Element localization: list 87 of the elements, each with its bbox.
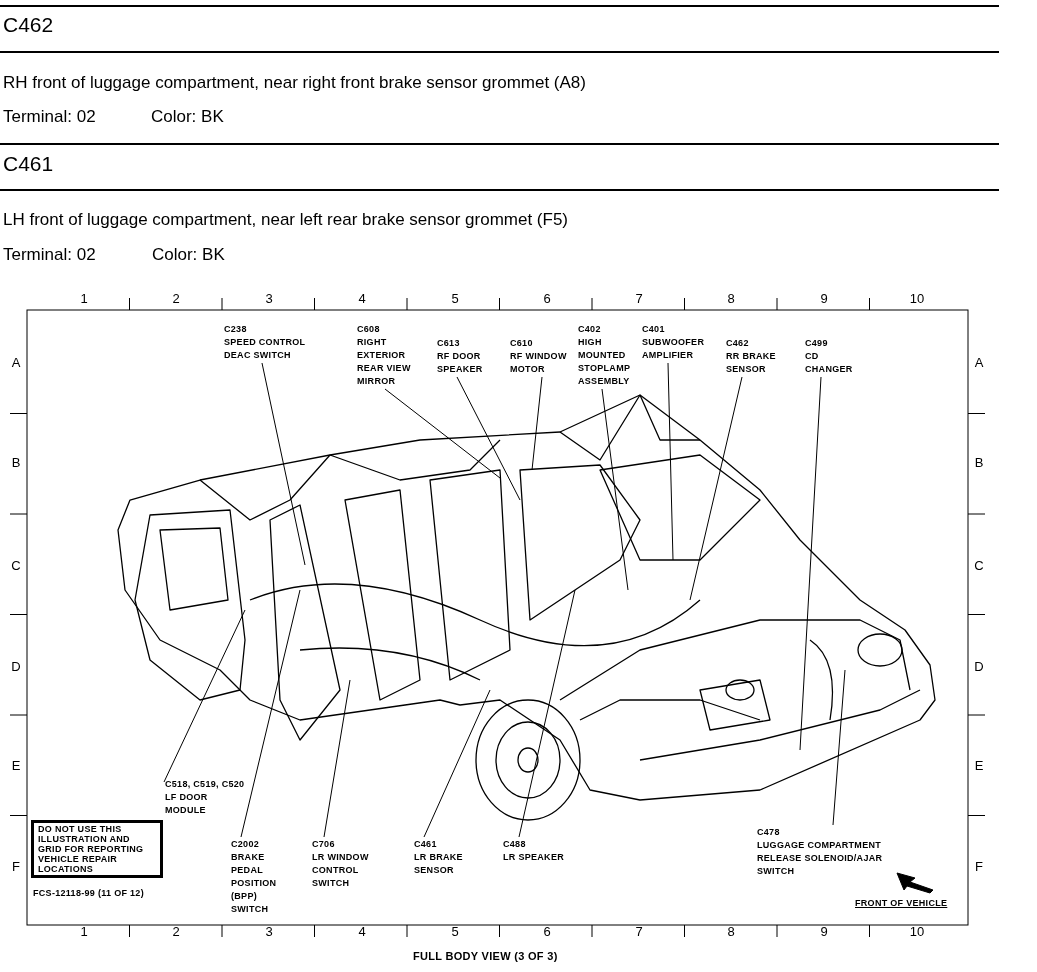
grid-reference: 9 [820, 291, 828, 306]
grid-reference: 3 [265, 291, 273, 306]
component-name: LF DOOR MODULE [165, 791, 209, 817]
grid-reference: 9 [820, 924, 828, 939]
grid-reference: 7 [635, 924, 643, 939]
component-name: RF WINDOW MOTOR [510, 350, 568, 376]
grid-reference: 5 [451, 291, 459, 306]
component-name: SPEED CONTROL DEAC SWITCH [224, 336, 307, 362]
grid-reference: C [11, 558, 21, 573]
component-name: LUGGAGE COMPARTMENT RELEASE SOLENOID/AJAR SWITCH [757, 839, 884, 878]
grid-reference: A [974, 355, 984, 370]
grid-reference: 3 [265, 924, 273, 939]
connector-code: C518, C519, C520 [165, 778, 245, 791]
connector-code: C706 [312, 838, 336, 851]
grid-reference: D [11, 659, 21, 674]
grid-reference: 7 [635, 291, 643, 306]
leader-line [456, 376, 521, 501]
document-reference: FCS-12118-99 (11 OF 12) [33, 887, 144, 900]
grid-reference: 8 [727, 291, 735, 306]
leader-line [323, 679, 351, 838]
connector-heading: C462 [3, 13, 54, 37]
connector-code: C613 [437, 337, 461, 350]
connector-code: C402 [578, 323, 602, 336]
component-name: SUBWOOFER AMPLIFIER [642, 336, 706, 362]
grid-reference: 1 [80, 924, 88, 939]
connector-code: C478 [757, 826, 781, 839]
grid-reference: F [975, 859, 983, 874]
component-name: CD CHANGER [805, 350, 854, 376]
location-description: LH front of luggage compartment, near left rear brake sensor grommet (F5) [3, 210, 569, 230]
connector-code: C238 [224, 323, 248, 336]
leader-line [667, 362, 674, 561]
grid-reference: A [11, 355, 21, 370]
grid-reference: 5 [451, 924, 459, 939]
grid-reference: E [11, 758, 21, 773]
connector-code: C608 [357, 323, 381, 336]
leader-line [384, 388, 501, 479]
grid-reference: F [12, 859, 20, 874]
component-name: LR BRAKE SENSOR [414, 851, 464, 877]
grid-reference: C [974, 558, 984, 573]
warning-box [31, 820, 163, 878]
grid-reference: 10 [909, 291, 925, 306]
leader-line [832, 669, 846, 826]
connector-code: C610 [510, 337, 534, 350]
leader-line [163, 609, 246, 783]
grid-reference: 1 [80, 291, 88, 306]
grid-reference: 8 [727, 924, 735, 939]
component-name: LR SPEAKER [503, 851, 565, 864]
warning-text: DO NOT USE THIS ILLUSTRATION AND GRID FOR REPORTING VEHICLE REPAIR LOCATIONS [38, 824, 145, 874]
leader-line [799, 376, 822, 751]
leader-line [601, 388, 629, 591]
component-name: BRAKE PEDAL POSITION (BPP) SWITCH [231, 851, 278, 916]
leader-line [518, 589, 576, 838]
color-label: Color: BK [151, 107, 224, 127]
grid-reference: 6 [543, 291, 551, 306]
connector-code: C2002 [231, 838, 261, 851]
connector-code: C462 [726, 337, 750, 350]
leader-line [423, 689, 491, 838]
connector-heading: C461 [3, 152, 54, 176]
grid-reference: B [11, 455, 21, 470]
connector-code: C499 [805, 337, 829, 350]
connector-code: C401 [642, 323, 666, 336]
view-caption: FULL BODY VIEW (3 OF 3) [413, 950, 558, 963]
color-label: Color: BK [152, 245, 225, 265]
grid-reference: 2 [172, 924, 180, 939]
connector-code: C461 [414, 838, 438, 851]
direction-label: FRONT OF VEHICLE [855, 897, 948, 910]
grid-reference: 4 [358, 291, 366, 306]
component-name: HIGH MOUNTED STOPLAMP ASSEMBLY [578, 336, 632, 388]
leader-line [689, 376, 743, 601]
leader-line [531, 376, 543, 471]
component-name: LR WINDOW CONTROL SWITCH [312, 851, 370, 890]
leader-line [261, 362, 306, 566]
grid-reference: 4 [358, 924, 366, 939]
grid-reference: 6 [543, 924, 551, 939]
grid-reference: E [974, 758, 984, 773]
terminal-label: Terminal: 02 [3, 245, 96, 265]
grid-reference: D [974, 659, 984, 674]
component-name: RF DOOR SPEAKER [437, 350, 484, 376]
location-description: RH front of luggage compartment, near right front brake sensor grommet (A8) [3, 73, 586, 93]
component-name: RIGHT EXTERIOR REAR VIEW MIRROR [357, 336, 412, 388]
grid-reference: B [974, 455, 984, 470]
terminal-label: Terminal: 02 [3, 107, 96, 127]
connector-code: C488 [503, 838, 527, 851]
component-name: RR BRAKE SENSOR [726, 350, 777, 376]
leader-line [240, 589, 301, 838]
grid-reference: 10 [909, 924, 925, 939]
grid-reference: 2 [172, 291, 180, 306]
